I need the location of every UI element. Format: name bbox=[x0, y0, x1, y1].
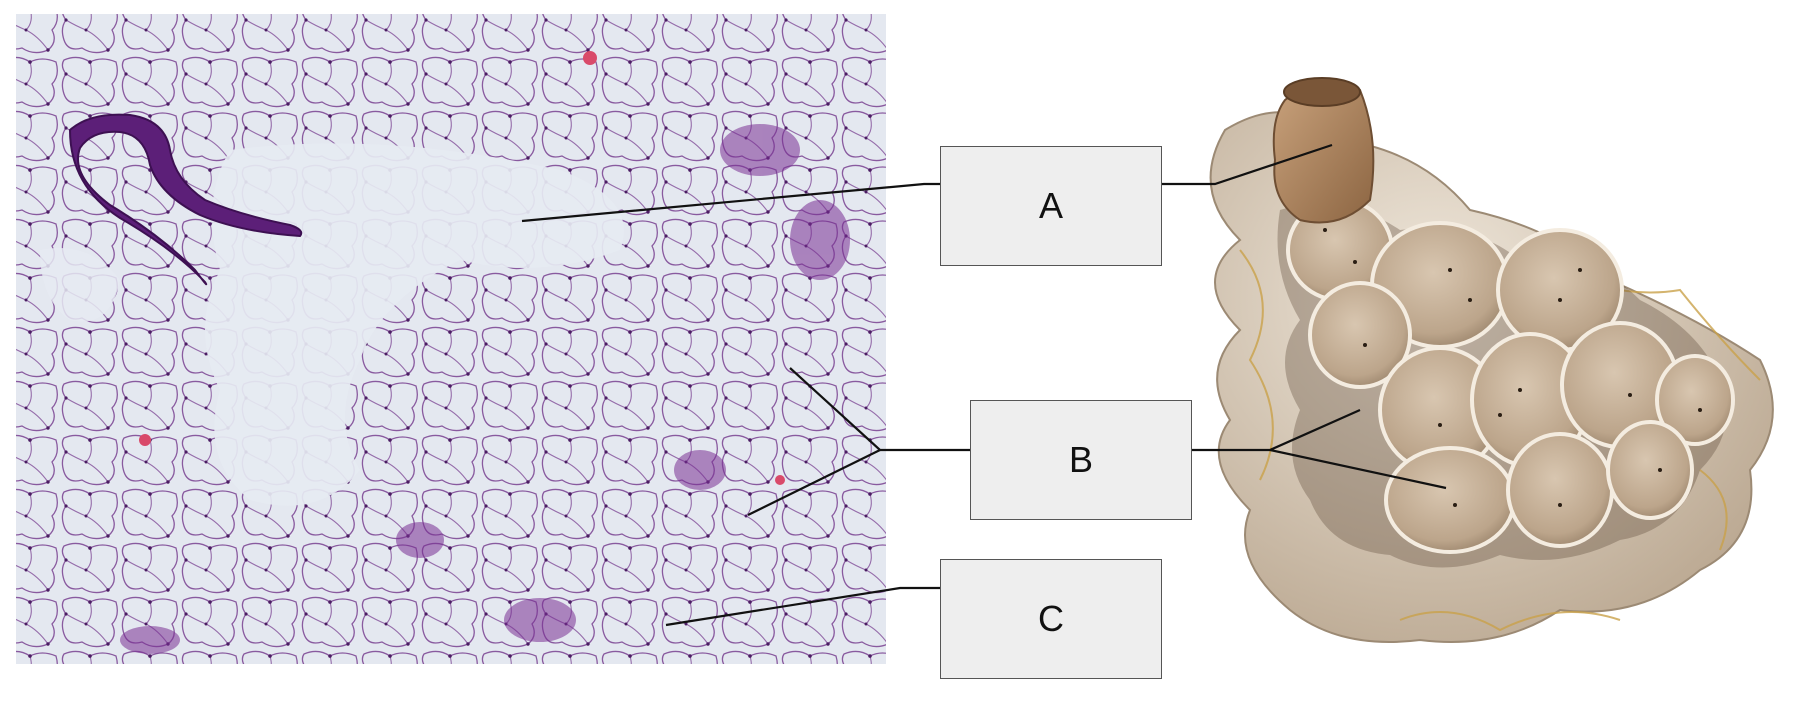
alveolar-sac-illustration bbox=[1209, 77, 1774, 643]
stain-clusters bbox=[120, 124, 850, 654]
leader-line-b-left-lower bbox=[747, 449, 881, 516]
leader-line-b-right-lower bbox=[1269, 448, 1447, 490]
label-box-b[interactable]: B bbox=[970, 400, 1192, 520]
alveoli bbox=[1286, 198, 1735, 554]
leader-lines bbox=[521, 143, 1447, 627]
label-b-text: B bbox=[1068, 439, 1093, 480]
leader-line-a-left bbox=[521, 182, 940, 223]
capillary-network bbox=[1239, 249, 1761, 632]
lung-tissue-micrograph bbox=[16, 14, 886, 664]
alveolar-pores bbox=[1323, 228, 1702, 507]
leader-line-c bbox=[665, 586, 940, 627]
red-blood-cell-spots bbox=[139, 51, 785, 485]
label-a-text: A bbox=[1038, 185, 1063, 226]
label-c-text: C bbox=[1038, 598, 1064, 639]
label-box-a[interactable]: A bbox=[940, 146, 1162, 266]
leader-line-a-right bbox=[1162, 143, 1333, 186]
label-box-c[interactable]: C bbox=[940, 559, 1162, 679]
